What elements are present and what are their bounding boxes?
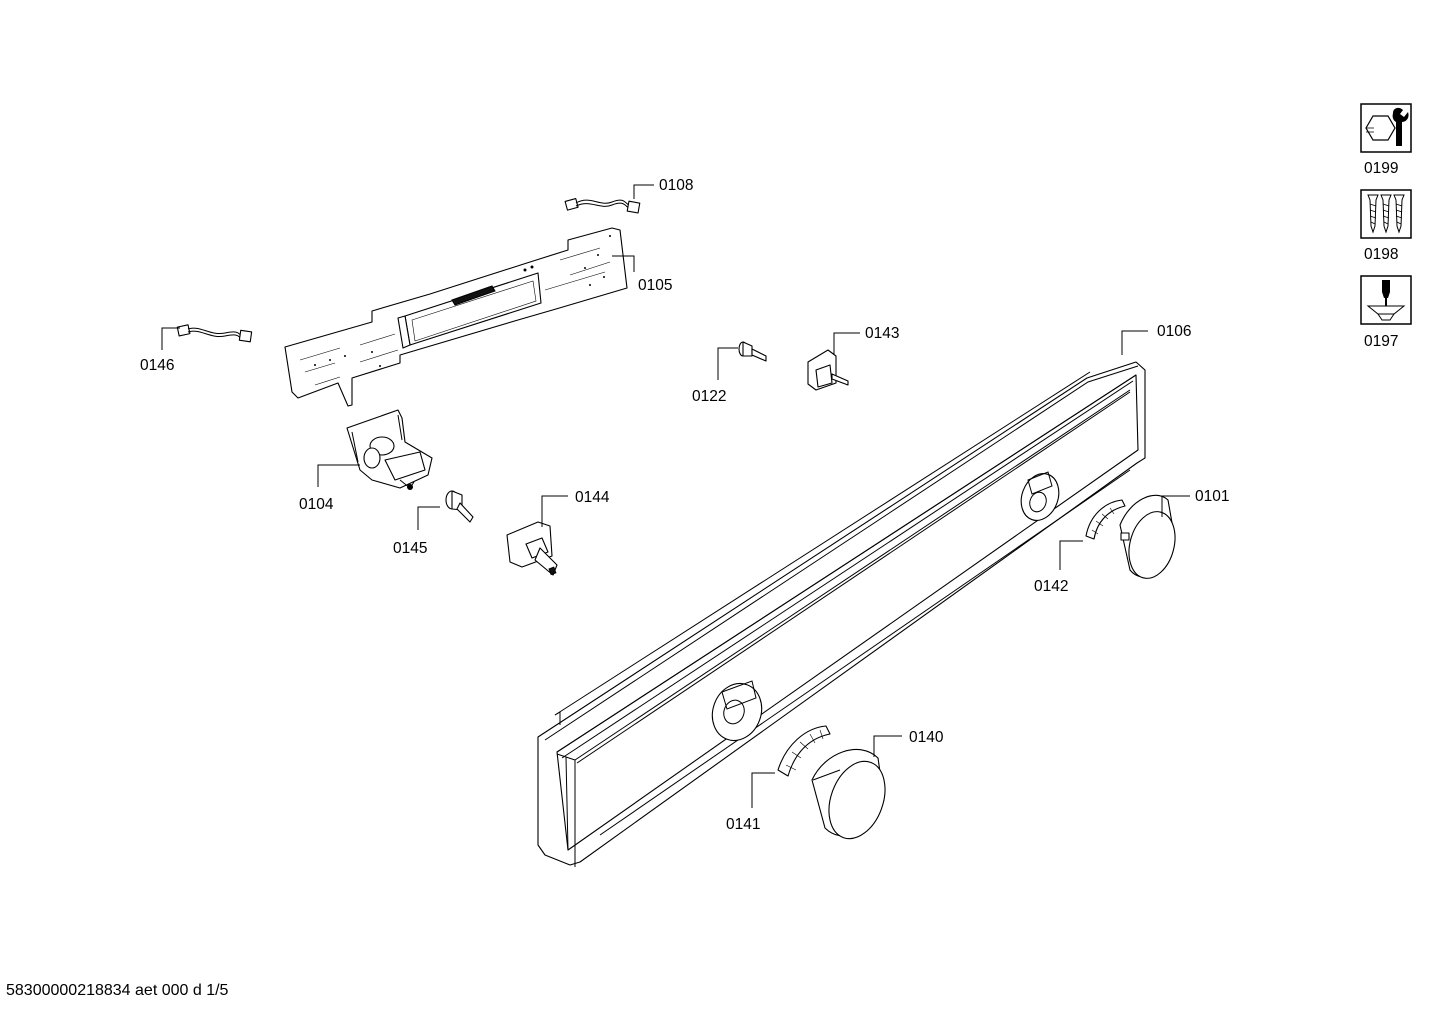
- document-footer-id: 58300000218834 aet 000 d 1/5: [6, 982, 229, 999]
- hex-nut-wrench-icon[interactable]: [1360, 103, 1412, 153]
- part-0141-knob-clip[interactable]: [777, 725, 831, 777]
- callout-0144: 0144: [575, 489, 610, 506]
- callout-0101: 0101: [1195, 488, 1229, 505]
- part-0105-circuit-board[interactable]: [284, 227, 628, 407]
- knob-hole-lower: [711, 680, 763, 742]
- part-0143-switch[interactable]: [807, 349, 849, 391]
- callout-0143: 0143: [865, 325, 899, 342]
- tool-label-0198: 0198: [1364, 246, 1398, 263]
- part-0140-knob[interactable]: [811, 748, 895, 846]
- part-0104-selector-mechanism[interactable]: [346, 409, 433, 490]
- callout-0104: 0104: [299, 496, 334, 513]
- callout-0105: 0105: [638, 277, 672, 294]
- part-0106-control-panel[interactable]: [537, 361, 1146, 867]
- screwdriver-screw-icon[interactable]: [1360, 275, 1412, 325]
- screws-icon[interactable]: [1360, 189, 1412, 239]
- callout-0141: 0141: [726, 816, 760, 833]
- part-0146-wire-harness[interactable]: [176, 324, 253, 343]
- part-0144-switch[interactable]: [506, 521, 558, 576]
- callout-0122: 0122: [692, 388, 726, 405]
- callout-0140: 0140: [909, 729, 944, 746]
- part-0145-shaft[interactable]: [445, 490, 474, 523]
- part-0142-knob-clip[interactable]: [1085, 499, 1126, 540]
- knob-hole-upper: [1020, 471, 1060, 521]
- tool-label-0197: 0197: [1364, 333, 1398, 350]
- callout-0146: 0146: [140, 357, 174, 374]
- callout-0142: 0142: [1034, 578, 1068, 595]
- part-0108-wire-harness[interactable]: [564, 198, 641, 214]
- tool-label-0199: 0199: [1364, 160, 1398, 177]
- part-0122-shaft[interactable]: [738, 341, 767, 362]
- part-0101-knob[interactable]: [1119, 494, 1182, 583]
- callout-0145: 0145: [393, 540, 427, 557]
- callout-0108: 0108: [659, 177, 693, 194]
- callout-0106: 0106: [1157, 323, 1191, 340]
